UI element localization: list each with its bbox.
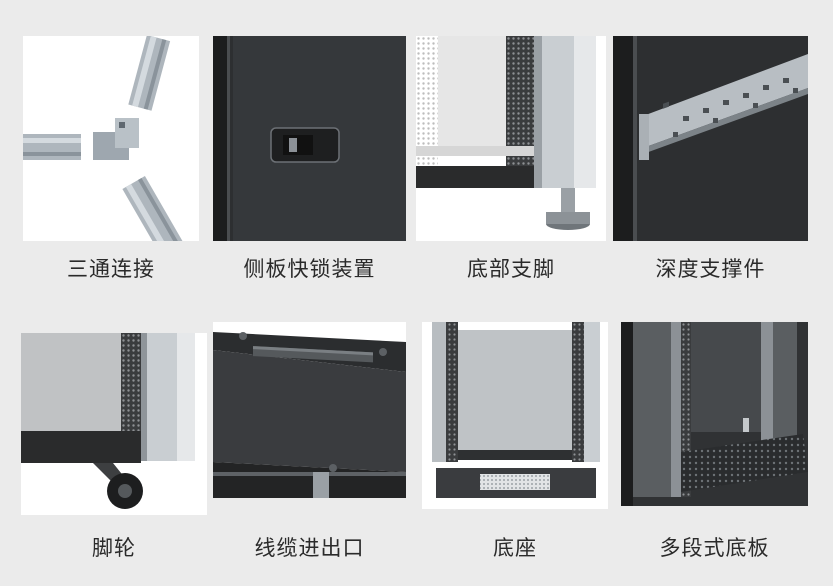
tee-connector-photo [23, 36, 199, 241]
bottom-leveling-foot-photo [416, 36, 606, 241]
caption-cable-entry: 线缆进出口 [254, 536, 365, 560]
caption-depth-support: 深度支撑件 [655, 257, 766, 281]
caption-tee-connector: 三通连接 [67, 257, 155, 281]
caption-bottom-leveling-foot: 底部支脚 [467, 257, 555, 281]
cable-entry-photo [213, 322, 406, 498]
caster-photo [21, 333, 207, 515]
caption-side-panel-quick-lock: 侧板快锁装置 [243, 257, 376, 281]
caption-multi-section-bottom-plate: 多段式底板 [659, 536, 770, 560]
caption-base-plinth: 底座 [493, 536, 537, 560]
multi-section-bottom-plate-photo [621, 322, 808, 506]
caption-caster: 脚轮 [92, 536, 136, 560]
side-panel-quick-lock-photo [213, 36, 406, 241]
base-plinth-photo [422, 322, 608, 509]
depth-support-photo [613, 36, 808, 241]
